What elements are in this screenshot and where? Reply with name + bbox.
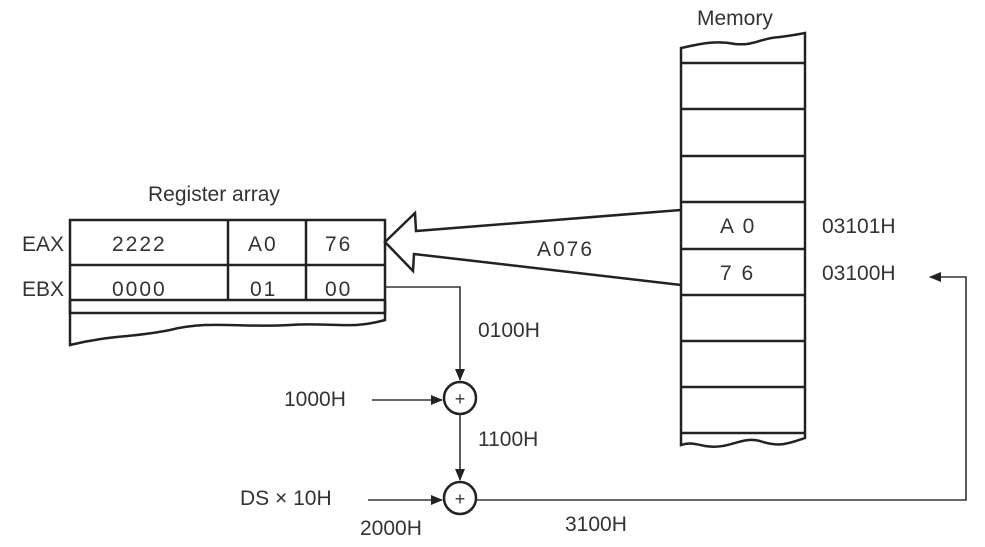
adder-2-plus-icon: +	[455, 489, 466, 509]
register-array: Register array EAX EBX 2222 A0 76 0000 0…	[22, 183, 387, 347]
ebx-bh: 01	[250, 278, 277, 301]
offset-arrow	[385, 286, 465, 381]
memory-frame	[679, 31, 807, 448]
memory-cell-address: 03101H	[822, 215, 896, 238]
memory-cell-value: 7 6	[720, 262, 755, 285]
eax-high-word: 2222	[112, 233, 167, 256]
register-torn-edge	[68, 300, 387, 347]
memory-cell-value: A 0	[720, 215, 756, 238]
register-name-ebx: EBX	[22, 278, 64, 301]
hollow-arrow-shape	[383, 208, 682, 287]
ebx-bl: 00	[325, 278, 352, 301]
displacement-label: 1000H	[284, 388, 346, 411]
result-label: 3100H	[565, 513, 627, 536]
memory-cell-address: 03100H	[822, 262, 896, 285]
segment-value: 2000H	[360, 517, 422, 540]
segment-label: DS × 10H	[240, 487, 332, 510]
memory-title: Memory	[697, 7, 773, 30]
memory: Memory A 0 03101H 7 6 03100H	[679, 7, 896, 448]
register-array-title: Register array	[148, 183, 280, 206]
result-arrow	[476, 272, 967, 501]
ebx-high-word: 0000	[112, 278, 167, 301]
transfer-arrow: A076	[383, 208, 682, 287]
eax-ah: A0	[248, 233, 278, 256]
adder-2	[442, 480, 478, 516]
address-calculation: 0100H + 1000H 1100H + DS × 10H 2000H 310…	[240, 272, 967, 540]
eax-al: 76	[325, 233, 352, 256]
sum1-label: 1100H	[478, 428, 538, 451]
offset-label: 0100H	[478, 319, 540, 342]
register-name-eax: EAX	[22, 233, 64, 256]
adder-1-plus-icon: +	[455, 389, 466, 409]
transfer-label: A076	[537, 238, 594, 261]
